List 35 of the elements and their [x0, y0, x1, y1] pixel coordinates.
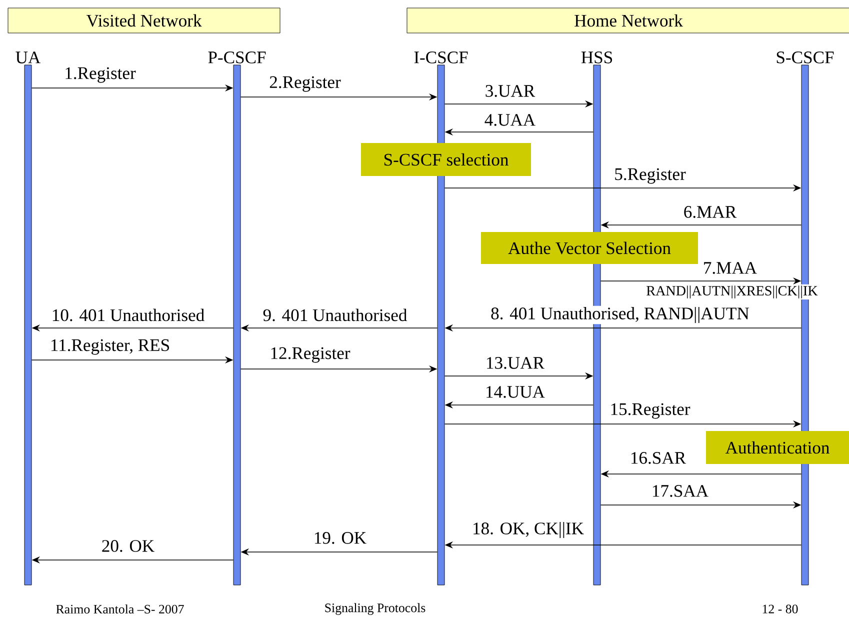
node-label: I-CSCF	[414, 52, 468, 64]
message-label: 20. OK	[100, 538, 156, 554]
message-label: 15.Register	[608, 402, 692, 420]
footer-text: Signaling Protocols	[323, 602, 427, 616]
network-band: Visited Network	[8, 8, 280, 34]
message-label: 6.MAR	[682, 204, 738, 220]
message-label: 2.Register	[268, 75, 342, 93]
message-label: 1.Register	[62, 66, 138, 84]
process-box: Authe Vector Selection	[481, 232, 698, 264]
message-label: 9. 401 Unauthorised	[262, 308, 408, 322]
node-label: HSS	[581, 52, 612, 64]
message-label: 4.UAA	[483, 112, 537, 128]
message-label: 3.UAR	[484, 84, 536, 98]
process-box: S-CSCF selection	[361, 143, 531, 176]
message-label: 10. 401 Unauthorised	[50, 308, 206, 322]
node-label: P-CSCF	[208, 52, 266, 64]
message-label: 7.MAA	[702, 260, 758, 276]
message-label: 14.UUA	[484, 384, 546, 400]
message-label: 5.Register	[612, 167, 688, 185]
message-label: 12.Register	[268, 346, 352, 364]
message-label: 19. OK	[312, 530, 368, 546]
lifeline: UA	[16, 52, 41, 586]
node-label: S-CSCF	[776, 52, 834, 64]
message-label: 8. 401 Unauthorised, RAND||AUTN	[489, 306, 751, 324]
message-label: 17.SAA	[650, 484, 710, 498]
network-band: Home Network	[406, 8, 849, 34]
page-number: 12 - 80	[760, 603, 800, 614]
footer-text: Raimo Kantola –S- 2007	[54, 603, 186, 615]
node-label: UA	[16, 52, 41, 64]
message-detail: RAND||AUTN||XRES||CK||IK	[645, 284, 820, 300]
process-box: Authentication	[706, 431, 849, 464]
message-label: 16.SAR	[628, 450, 688, 466]
message-label: 18. OK, CK||IK	[470, 520, 586, 540]
message-label: 13.UAR	[484, 356, 546, 370]
message-label: 11.Register, RES	[48, 338, 172, 356]
